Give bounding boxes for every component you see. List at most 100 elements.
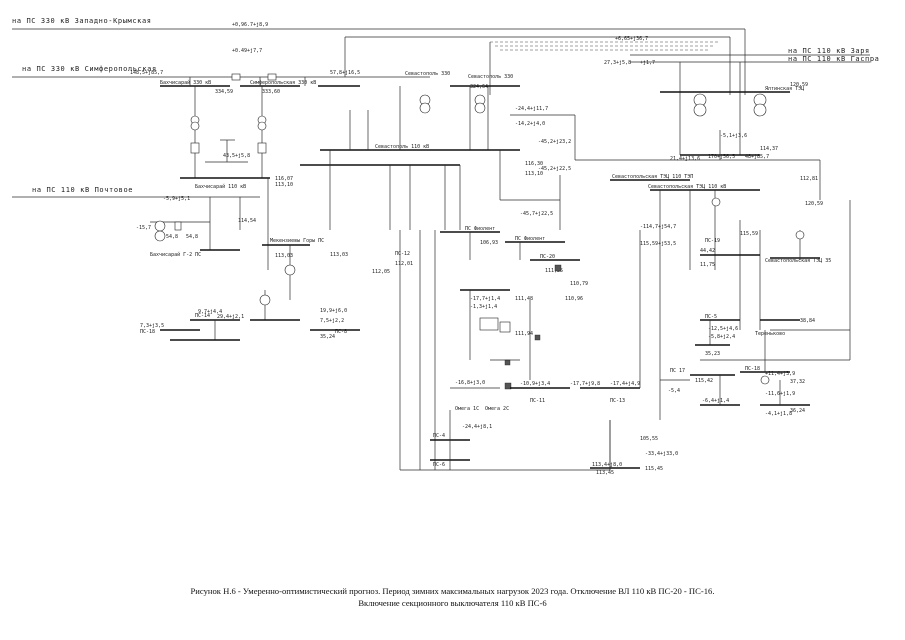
value-right1: -114,7+j54,7 (640, 224, 676, 230)
value-right5: 115,59 (740, 231, 758, 237)
value-sev-d: 116,30 (525, 161, 543, 167)
value-zr4: 48+j85,7 (745, 154, 769, 160)
value-fio5: 111,94 (515, 331, 533, 337)
bus-330-group (160, 73, 520, 87)
pochtovoe-branch (150, 196, 260, 251)
value-left3: 333,60 (262, 89, 280, 95)
bus-omega-1: Омега 1С (455, 406, 479, 412)
bus-fiolent-b: ПС Фиолент (515, 236, 545, 242)
bus-terenkovo: Тереньково (755, 331, 785, 337)
value-mid8: -17,4+j4,9 (610, 381, 640, 387)
bus-fiolent: ПС Фиолент (465, 226, 495, 232)
value-mid4: -10,9+j3,4 (520, 381, 550, 387)
value-bot5: 105,55 (640, 436, 658, 442)
label-gaspra: на ПС 110 кВ Гаспра (788, 55, 879, 63)
value-bot1: 113,45 (596, 470, 614, 476)
bus-ps18: ПС-18 (140, 329, 155, 335)
bus-ps17: ПС 17 (670, 368, 685, 374)
value-bk3: -45,7+j22,5 (520, 211, 553, 217)
bus-bakhchisaray-110: Бахчисарай 110 кВ (195, 184, 246, 190)
label-pochtovoe: на ПС 110 кВ Почтовое (32, 186, 133, 194)
value-zr2: -5,1+j3,6 (720, 133, 747, 139)
value-fio2: 110,79 (570, 281, 588, 287)
value-top3: +6,65+j36,7 (615, 36, 648, 42)
value-ps8e: 35,24 (320, 334, 335, 340)
value-zr5: 21,4+j13,6 (670, 156, 700, 162)
value-right13: 36,24 (790, 408, 805, 414)
value-right2: 115,59+j53,5 (640, 241, 676, 247)
value-sev-e: 113,10 (525, 171, 543, 177)
value-top2: +0.49+j7,7 (232, 48, 262, 54)
bus-ps6: ПС-6 (433, 462, 445, 468)
value-zr1: 120,59 (790, 82, 808, 88)
value-pt4: 54,8 (166, 234, 178, 240)
bus-ps19: ПС-19 (705, 238, 720, 244)
sevastopol-110-area (300, 86, 576, 230)
bus-yalta: Ялтинская ТЭЦ (765, 86, 804, 92)
value-right11: 35,23 (705, 351, 720, 357)
value-top4: 27,3+j5,8 (604, 60, 631, 66)
value-pt1: -5,9+j5,1 (163, 196, 190, 202)
bus-ps5: ПС-5 (705, 314, 717, 320)
value-bot3: 113,4+j8,0 (592, 462, 622, 468)
value-ps8c: 19,9+j6,0 (320, 308, 347, 314)
bottom-area (430, 410, 640, 470)
value-mid1: -17,7+j1,4 (470, 296, 500, 302)
label-west-crimea: на ПС 330 кВ Западно-Крымская (12, 17, 152, 25)
bus-sev-tes-a: Севастопольская ТЭЦ 110 ТЭП (612, 174, 693, 180)
value-top5: +j1,7 (640, 60, 655, 66)
bus-sevastopol-110: Севастополь 110 кВ (375, 144, 429, 150)
value-sev110: 120,59 (805, 201, 823, 207)
caption-line-1: Рисунок Н.6 - Умеренно-оптимистический п… (190, 586, 715, 596)
bus-simferopol-330: Симферопольская 330 кВ (250, 80, 316, 86)
value-mid7: -24,4+j8,1 (462, 424, 492, 430)
value-bk2: 116,07 (275, 176, 293, 182)
label-zarya: на ПС 110 кВ Заря (788, 47, 870, 55)
central-cluster (450, 264, 640, 390)
value-mg4: 112,05 (372, 269, 390, 275)
bus-ps4: ПС-4 (433, 433, 445, 439)
value-left5: 57,8+j16,5 (330, 70, 360, 76)
value-tes35: 112,81 (800, 176, 818, 182)
value-bot2: 115,45 (645, 466, 663, 472)
bus-sevastopol-330-b: Севастополь 330 (468, 74, 513, 80)
value-sev-f: -45,2+j22,5 (538, 166, 571, 172)
value-right17: -6,4+j1,4 (702, 398, 729, 404)
zarya-area (660, 62, 790, 160)
bus-sev-tes-b: Севастопольская ТЭЦ 110 кВ (648, 184, 726, 190)
value-right16: +11,4+j3,9 (765, 371, 795, 377)
value-right8: 115,42 (695, 378, 713, 384)
bus-ps12: ПС-12 (395, 251, 410, 257)
bus-ps8: ПС-8 (335, 329, 347, 335)
sevastopol-tes-area (575, 159, 821, 420)
value-pt5: 54,8 (186, 234, 198, 240)
value-mid6: -16,8+j3,0 (455, 380, 485, 386)
value-ps12: 112,01 (395, 261, 413, 267)
value-sev330: 324,64 (470, 84, 488, 90)
bus-bakhchisaray-330: Бахчисарай 330 кВ (160, 80, 211, 86)
value-right6: -12,5+j4,6 (708, 326, 738, 332)
bus-sev-tes-c: Севастопольская ТЭЦ 35 (765, 258, 831, 264)
bus-ps18-r: ПС-18 (745, 366, 760, 372)
left-bottom-area (160, 319, 240, 341)
value-ps8a: 9,7+j4,4 (198, 309, 222, 315)
value-ps14: 29,4+j2,1 (217, 314, 244, 320)
value-right14: -11,6+j1,9 (765, 391, 795, 397)
bus-ps14: ПС-14 (195, 313, 210, 319)
value-sev-a: -24,4+j11,7 (515, 106, 548, 112)
value-pt2: -15,7 (136, 225, 151, 231)
value-mid5: -17,7+j9,8 (570, 381, 600, 387)
figure-caption: Рисунок Н.6 - Умеренно-оптимистический п… (0, 585, 905, 609)
value-right12: 37,32 (790, 379, 805, 385)
value-mid2: -1,3+j1,4 (470, 304, 497, 310)
value-mg2: 113,03 (330, 252, 348, 258)
value-mg3: 113,10 (275, 182, 293, 188)
value-mg1: 113,03 (275, 253, 293, 259)
value-zr3: 170+j56,5 (708, 154, 735, 160)
value-right10: 38,84 (800, 318, 815, 324)
caption-line-2: Включение секционного выключателя 110 кВ… (358, 598, 547, 608)
bus-ps13: ПС-13 (610, 398, 625, 404)
label-simferopol: на ПС 330 кВ Симферопольская (22, 65, 157, 73)
left-transformers (180, 86, 270, 179)
